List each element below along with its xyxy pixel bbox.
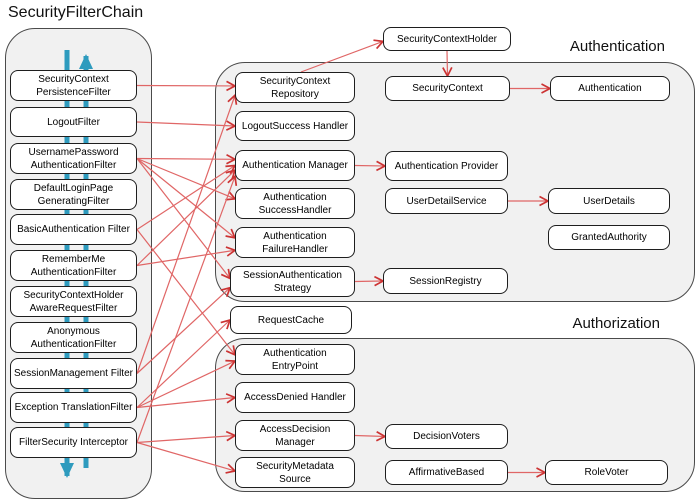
edge-upaf-authsh (136, 157, 237, 201)
edge-remember-authmgr (136, 168, 237, 266)
node-sch: SecurityContextHolder (383, 27, 511, 51)
node-rcache: RequestCache (230, 306, 352, 334)
edge-authmgr-authprov (354, 160, 387, 172)
node-basic: BasicAuthentication Filter (10, 214, 137, 245)
node-uds: UserDetailService (385, 188, 508, 214)
node-sas: SessionAuthentication Strategy (230, 266, 355, 297)
node-adh: AccessDenied Handler (235, 382, 355, 413)
edge-exception-aep (136, 359, 237, 409)
edge-exception-adh (136, 393, 237, 409)
node-aep: Authentication EntryPoint (235, 344, 355, 375)
node-scpf: SecurityContext PersistenceFilter (10, 70, 137, 101)
authentication-group-label: Authentication (569, 38, 665, 55)
node-ab: AffirmativeBased (385, 460, 508, 485)
node-logout: LogoutFilter (10, 107, 137, 137)
edge-screpo-sch (300, 39, 385, 73)
node-ga: GrantedAuthority (548, 225, 670, 250)
edge-sessionmgmt-screpo (136, 93, 238, 374)
edge-basic-aep (136, 229, 237, 357)
edge-filtersec-adm (136, 430, 237, 444)
node-sc: SecurityContext (385, 76, 510, 101)
node-filtersec: FilterSecurity Interceptor (10, 427, 137, 458)
node-authprov: Authentication Provider (385, 151, 508, 181)
node-rv: RoleVoter (545, 460, 668, 485)
node-sms: SecurityMetadata Source (235, 457, 355, 488)
node-logoutsh: LogoutSuccess Handler (235, 111, 355, 141)
edge-sessionmgmt-sas (136, 286, 232, 374)
edge-upaf-authmgr (136, 153, 237, 165)
node-adm: AccessDecision Manager (235, 420, 355, 451)
edge-basic-authmgr (136, 164, 237, 231)
edge-filtersec-sms (136, 441, 237, 474)
node-authmgr: Authentication Manager (235, 150, 355, 181)
node-ud: UserDetails (548, 188, 670, 214)
authorization-group-label: Authorization (572, 315, 660, 332)
node-dlpg: DefaultLoginPage GeneratingFilter (10, 179, 137, 210)
node-schaware: SecurityContextHolder AwareRequestFilter (10, 286, 137, 317)
node-sreg: SessionRegistry (383, 268, 508, 294)
node-dv: DecisionVoters (385, 424, 508, 449)
edge-sas-sreg (354, 275, 385, 287)
node-authfh: Authentication FailureHandler (235, 227, 355, 258)
node-upaf: UsernamePassword AuthenticationFilter (10, 143, 137, 174)
edge-exception-rcache (136, 318, 232, 408)
edge-remember-authfh (136, 246, 237, 267)
node-authsh: Authentication SuccessHandler (235, 188, 355, 219)
edge-sch-sc (442, 50, 453, 78)
edge-adm-dv (354, 430, 387, 442)
page-title: SecurityFilterChain (8, 4, 144, 21)
node-remember: RememberMe AuthenticationFilter (10, 250, 137, 281)
edge-filtersec-authmgr (136, 174, 238, 443)
node-exception: Exception TranslationFilter (10, 392, 137, 423)
edge-logout-logoutsh (136, 120, 237, 131)
node-authn: Authentication (550, 76, 670, 101)
edge-upaf-sas (136, 158, 232, 280)
node-anon: Anonymous AuthenticationFilter (10, 322, 137, 353)
node-screpo: SecurityContext Repository (235, 72, 355, 103)
node-sessionmgmt: SessionManagement Filter (10, 358, 137, 389)
